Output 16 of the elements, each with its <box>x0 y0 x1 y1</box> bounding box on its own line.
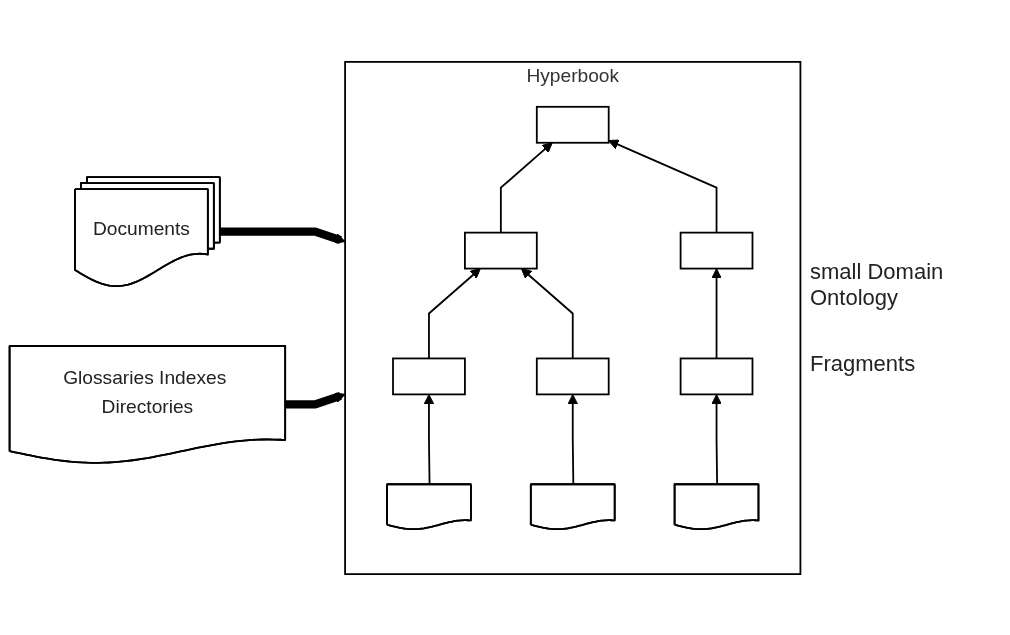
arrow <box>711 267 722 359</box>
node-box <box>535 105 610 144</box>
cluster: Hyperbook <box>344 60 802 575</box>
arrow <box>608 139 718 234</box>
node-box <box>392 357 466 395</box>
node-box <box>679 231 754 269</box>
arrow <box>285 391 346 409</box>
node-box <box>464 231 538 269</box>
annotation-text: small Domain Ontology <box>810 258 945 311</box>
arrow <box>219 226 346 244</box>
node-box <box>535 357 610 395</box>
arrow <box>428 267 481 359</box>
node-box <box>679 357 754 395</box>
annotation-text: Fragments <box>810 350 917 377</box>
arrow <box>499 141 553 234</box>
arrow <box>520 267 574 359</box>
